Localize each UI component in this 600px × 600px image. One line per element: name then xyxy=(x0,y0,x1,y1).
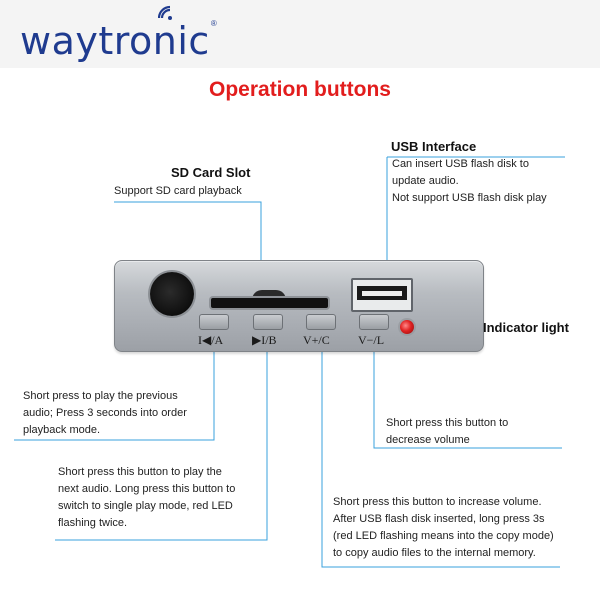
brand-logo: waytronic ® xyxy=(20,10,217,60)
volume-up-button-label: V+/C xyxy=(303,333,330,347)
sd-card-slot xyxy=(211,298,328,308)
volup-desc-line-1: Short press this button to increase volu… xyxy=(333,496,542,508)
prev-desc-line-2: audio; Press 3 seconds into order xyxy=(23,407,187,419)
prev-button-label: I◀/A xyxy=(198,333,224,347)
voldown-desc-line-2: decrease volume xyxy=(386,434,470,446)
next-desc-line-4: flashing twice. xyxy=(58,517,128,529)
prev-desc-line-1: Short press to play the previous xyxy=(23,390,178,402)
next-description: Short press this button to play the next… xyxy=(58,464,235,532)
volume-down-button-label: V−/L xyxy=(358,333,385,347)
sd-card-slot-title: SD Card Slot xyxy=(171,165,251,180)
usb-port-tab xyxy=(362,291,402,296)
brand-logo-text: waytronic xyxy=(20,19,210,63)
next-desc-line-3: switch to single play mode, red LED xyxy=(58,500,233,512)
volup-desc-line-2: After USB flash disk inserted, long pres… xyxy=(333,513,545,525)
next-button[interactable] xyxy=(253,314,283,330)
next-button-label: ▶I/B xyxy=(252,333,277,347)
next-desc-line-2: next audio. Long press this button to xyxy=(58,483,236,495)
volup-desc-line-4: to copy audio files to the internal memo… xyxy=(333,547,536,559)
usb-desc-line-3: Not support USB flash disk play xyxy=(392,192,547,204)
volume-up-description: Short press this button to increase volu… xyxy=(333,494,554,562)
indicator-led xyxy=(400,320,414,334)
usb-interface-title: USB Interface xyxy=(391,139,477,154)
volume-up-button[interactable] xyxy=(306,314,336,330)
indicator-light-title: Indicator light xyxy=(483,320,569,335)
next-desc-line-1: Short press this button to play the xyxy=(58,466,222,478)
volume-down-button[interactable] xyxy=(359,314,389,330)
prev-button[interactable] xyxy=(199,314,229,330)
wifi-icon xyxy=(158,5,172,20)
voldown-desc-line-1: Short press this button to xyxy=(386,417,509,429)
usb-desc-line-1: Can insert USB flash disk to xyxy=(392,158,529,170)
sd-card-slot-description: Support SD card playback xyxy=(114,185,242,197)
registered-mark: ® xyxy=(210,19,217,28)
prev-description: Short press to play the previous audio; … xyxy=(23,388,187,439)
volume-down-description: Short press this button to decrease volu… xyxy=(386,415,508,449)
prev-desc-line-3: playback mode. xyxy=(23,424,101,436)
page-title: Operation buttons xyxy=(209,78,391,101)
sd-slot-notch xyxy=(252,290,286,300)
volup-desc-line-3: (red LED flashing means into the copy mo… xyxy=(333,530,554,542)
usb-desc-line-2: update audio. xyxy=(392,175,459,187)
audio-jack xyxy=(150,272,194,316)
usb-description: Can insert USB flash disk to update audi… xyxy=(392,156,547,207)
header-band xyxy=(0,0,600,68)
